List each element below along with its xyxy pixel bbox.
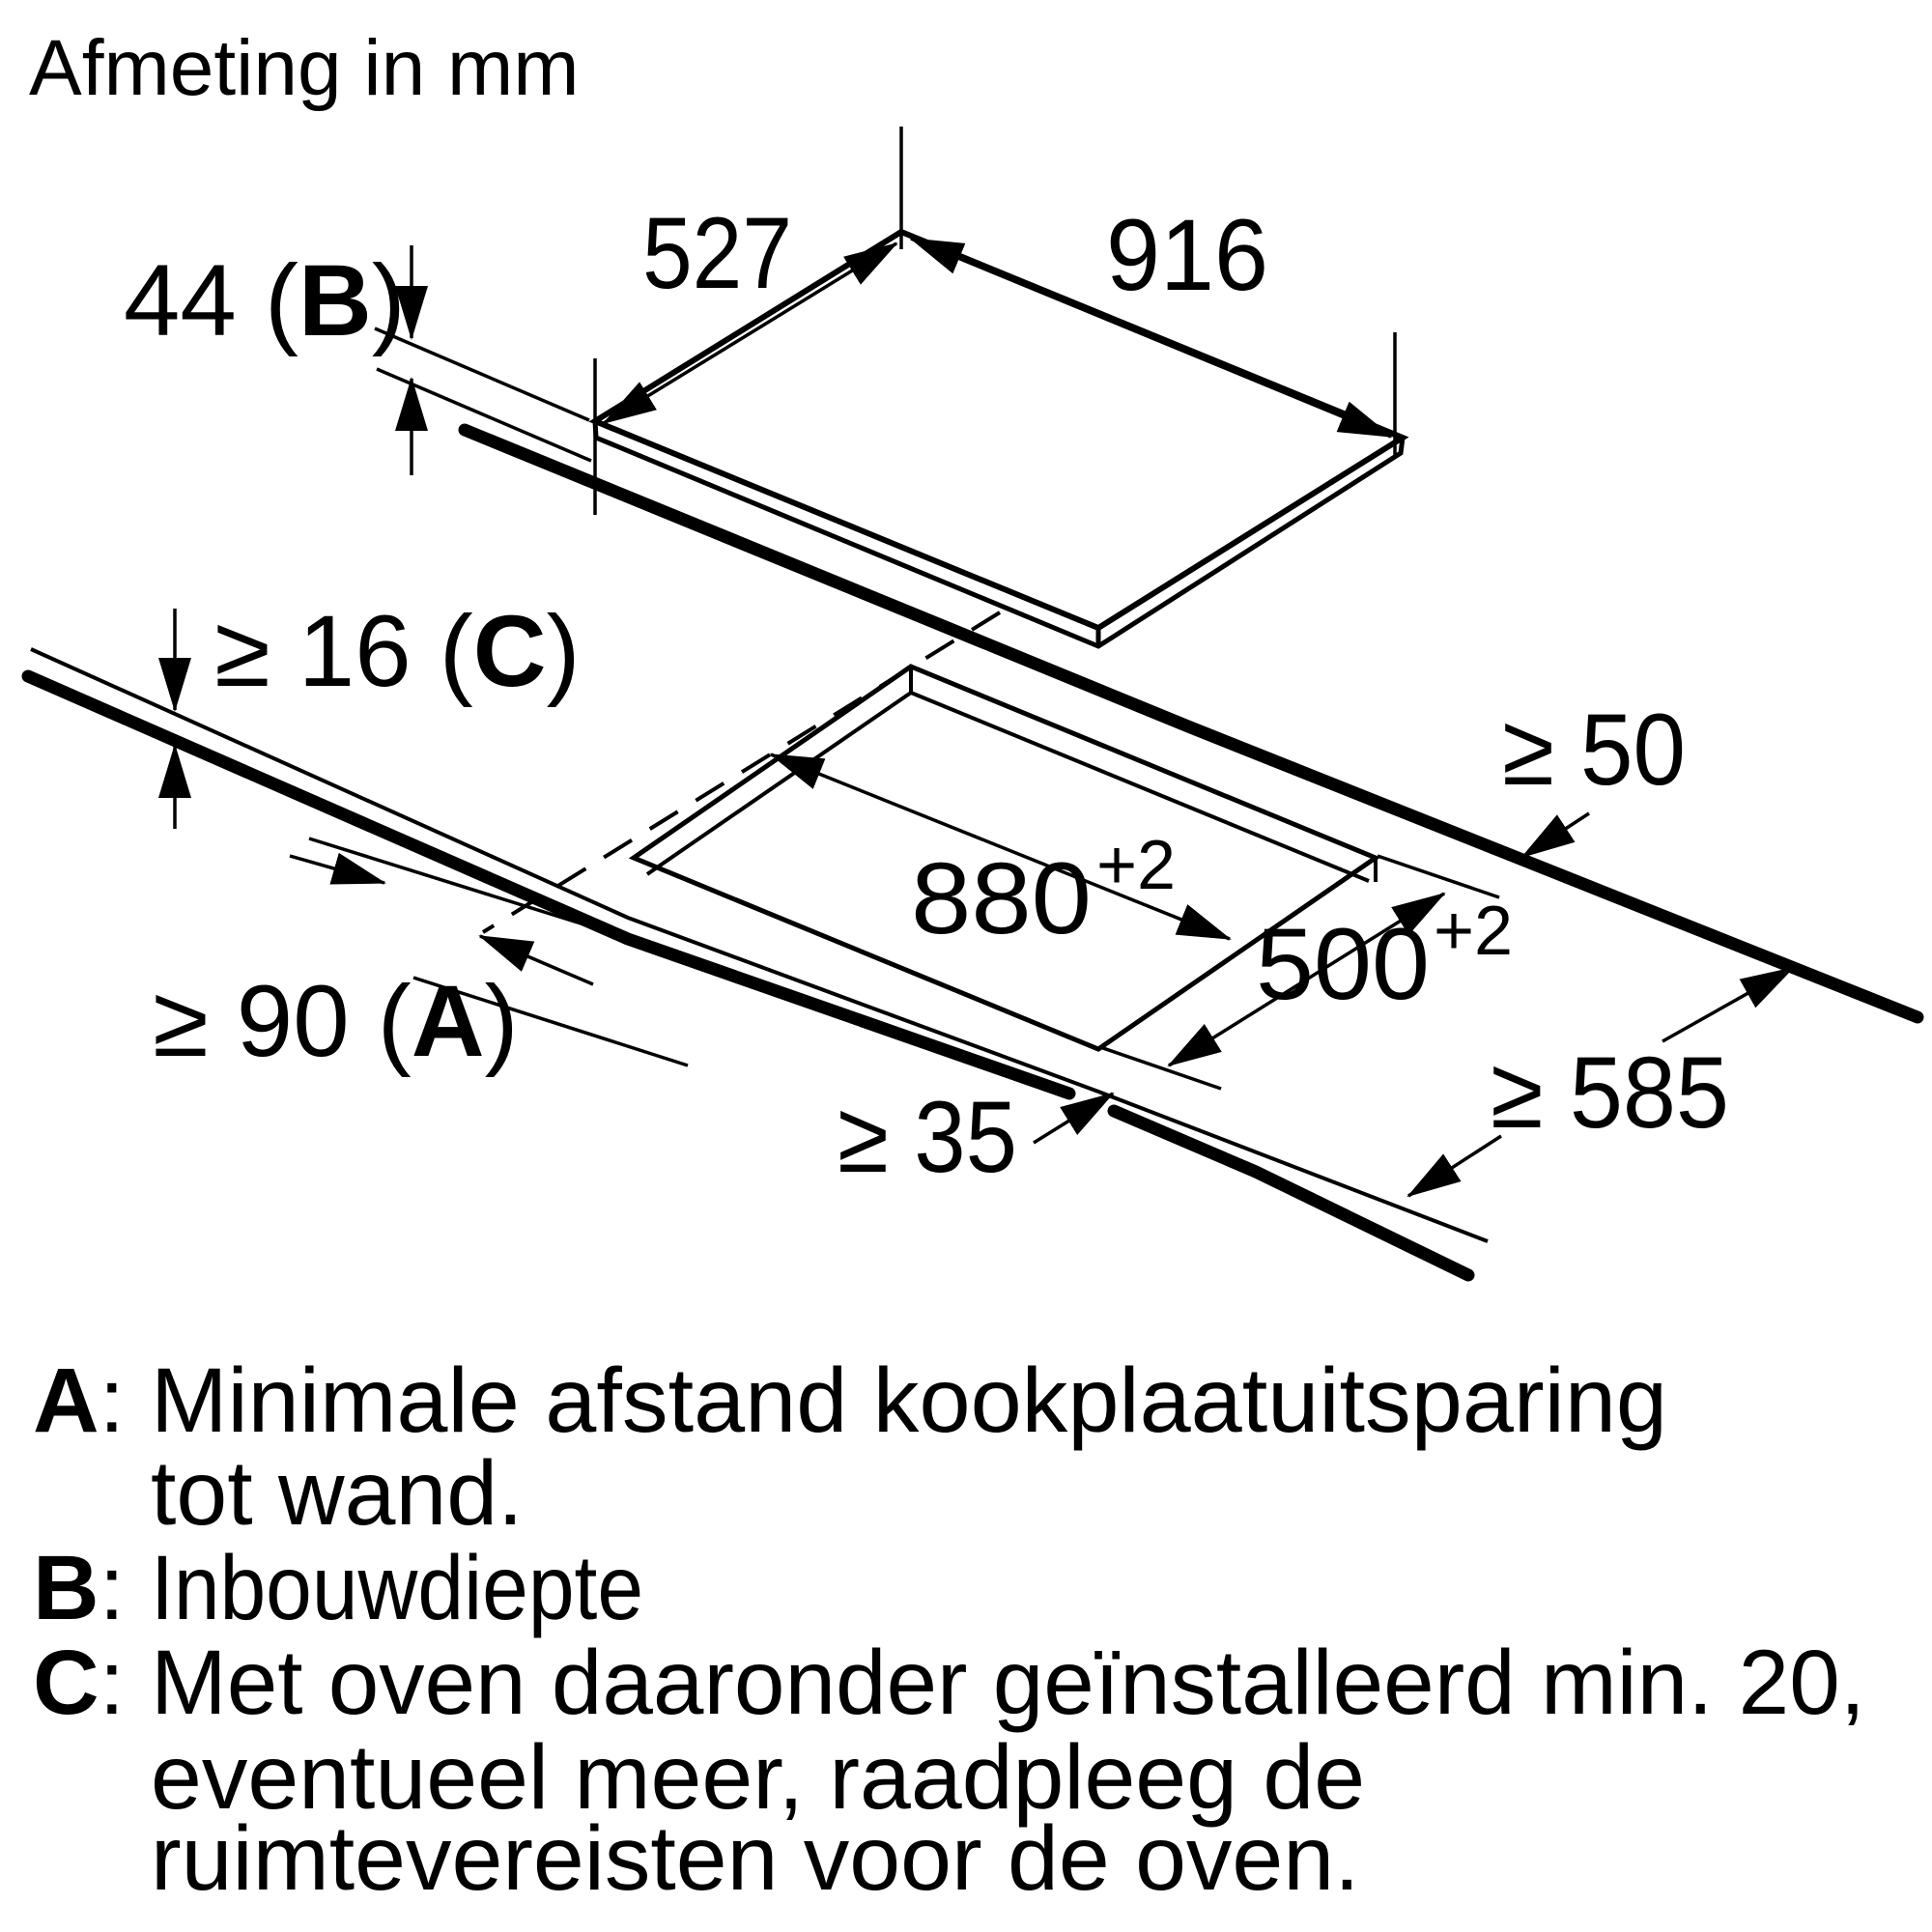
diagram-title: Afmeting in mm: [29, 24, 580, 112]
dim-arrow-585-front: [1406, 1134, 1502, 1198]
legend-row-b: B:Inbouwdiepte: [33, 1537, 643, 1639]
dim-label-16-C: ≥ 16 (C): [214, 595, 581, 708]
legend-row-c-line3: ruimtevereisten voor de oven.: [151, 1807, 1359, 1910]
legend-row-c-line2: eventueel meer, raadpleeg de: [151, 1726, 1365, 1829]
legend-row-c-line1: C:Met oven daaronder geïnstalleerd min. …: [33, 1632, 1865, 1734]
worktop-front-edge-top-line: [30, 647, 1489, 1243]
cutout-extension-line-right-upper: [1377, 854, 1500, 899]
cutout-extension-line-right-lower: [1099, 1045, 1222, 1091]
dim-label-44-B: 44 (B): [124, 244, 406, 357]
dim-label-500: 500: [1256, 908, 1430, 1021]
dim-arrow-90-right: [478, 934, 594, 986]
dim-label-35: ≥ 35: [838, 1081, 1017, 1194]
cutout-extension-line-left: [412, 976, 689, 1067]
dim-label-585: ≥ 585: [1491, 1037, 1729, 1150]
legend-row-a-line1: A:Minimale afstand kookplaatuitsparing: [33, 1350, 1667, 1452]
dim-arrow-90-left: [289, 852, 386, 885]
dim-label-880-tolerance: +2: [1096, 827, 1176, 904]
dim-line-527: [602, 242, 898, 425]
worktop-front-edge-shade-right: [1107, 1104, 1475, 1282]
dim-label-90-A: ≥ 90 (A): [153, 965, 519, 1078]
dim-label-50: ≥ 50: [1502, 694, 1686, 807]
dim-label-500-tolerance: +2: [1434, 893, 1513, 970]
dim-label-527: 527: [642, 197, 792, 310]
dim-label-916: 916: [1106, 199, 1268, 312]
dim-arrow-35: [1033, 1092, 1115, 1145]
projection-dashed-line: [481, 611, 1002, 934]
worktop-back-edge-line: [458, 423, 1924, 1024]
dim-label-880: 880: [911, 842, 1092, 955]
dim-line-500: [1167, 892, 1446, 1067]
dim-arrow-585-back: [1662, 966, 1795, 1043]
dim-line-880: [769, 753, 1232, 941]
legend-row-a-line2: tot wand.: [151, 1442, 524, 1545]
dim-line-916: [909, 237, 1393, 439]
dim-arrow-50: [1520, 811, 1590, 859]
